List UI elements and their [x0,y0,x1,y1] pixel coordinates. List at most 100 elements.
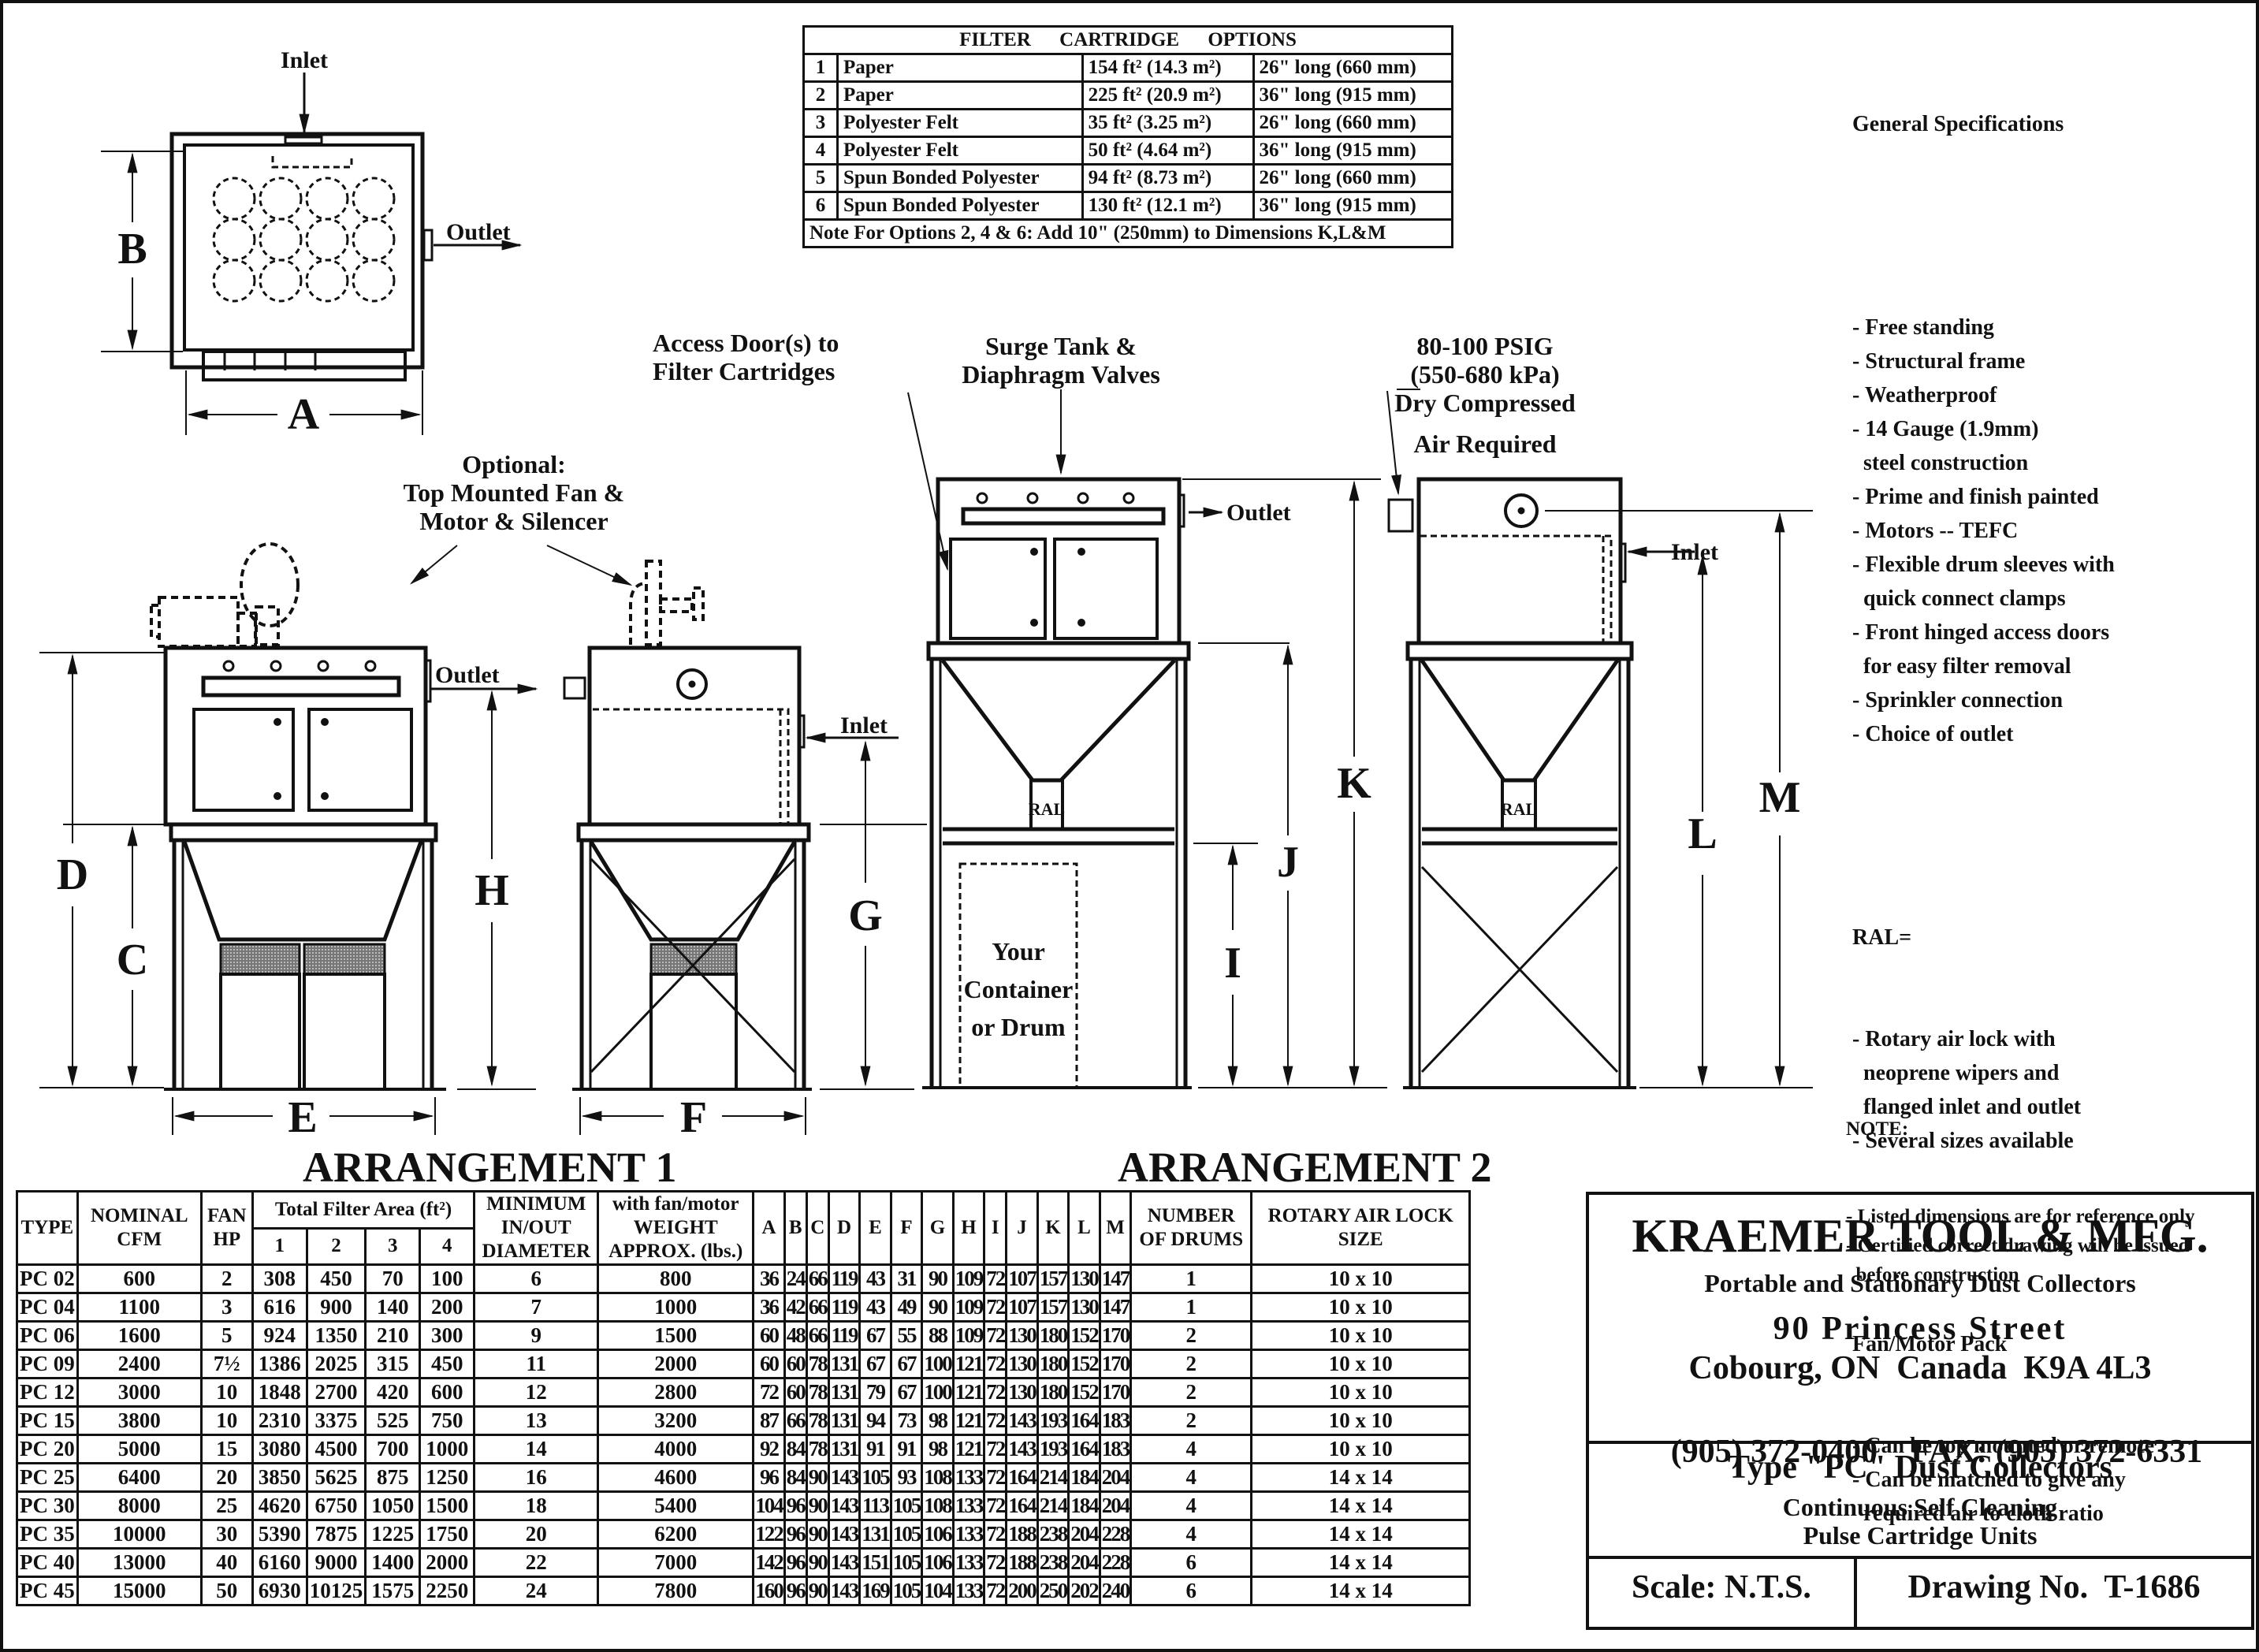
cell-filter-area: 1386 [251,1349,308,1379]
cell-dim-c: 78 [805,1377,830,1408]
cell-dim-h: 133 [951,1547,986,1578]
cell-ral-size: 14 x 14 [1250,1576,1472,1606]
cell-filter-area: 750 [419,1405,476,1436]
dim-d-label: D [57,850,88,899]
header-weight-line: with fan/motor [612,1193,739,1215]
cell-diameter: 6 [473,1263,600,1294]
plan-outlet-label: Outlet [446,219,511,245]
cell-dim-g: 90 [921,1263,955,1294]
cell-dim-i: 72 [983,1519,1008,1550]
cell-dim-e: 105 [858,1462,892,1493]
cell-filter-area: 70 [364,1263,422,1294]
cell-dim-h: 133 [951,1576,986,1606]
fco-length: 26" long (660 mm) [1252,108,1454,138]
cell-filter-area: 700 [364,1434,422,1464]
spec-item: steel construction [1852,451,2029,475]
cell-diameter: 11 [473,1349,600,1379]
spec-item: - Free standing [1852,315,1994,340]
cell-dim-h: 121 [951,1405,986,1436]
cell-drums: 1 [1130,1263,1253,1294]
cell-dim-b: 96 [783,1490,808,1521]
cell-dim-j: 130 [1005,1377,1039,1408]
header-filter-col: 4 [419,1226,476,1266]
cell-dim-e: 113 [858,1490,892,1521]
cell-dim-d: 143 [827,1490,862,1521]
optional-label-line3: Motor & Silencer [419,507,608,535]
cell-filter-area: 1050 [364,1490,422,1521]
cell-dim-a: 36 [752,1263,786,1294]
cell-ral-size: 10 x 10 [1250,1434,1472,1464]
cell-dim-f: 73 [889,1405,924,1436]
spec-item: flanged inlet and outlet [1852,1095,2082,1119]
dim-b-label: B [117,225,147,273]
spec-item: - Several sizes available [1852,1129,2074,1153]
fan-heading: Fan/Motor Pack [1852,1332,2008,1356]
product-title: Type "PC" Dust Collectors [1728,1449,2112,1486]
cell-type: PC 40 [16,1547,79,1578]
cell-hp: 20 [199,1462,254,1493]
cell-dim-b: 24 [783,1263,808,1294]
header-dim-i: I [983,1190,1008,1266]
cell-dim-k: 214 [1036,1490,1070,1521]
container-label-line3: or Drum [971,1013,1066,1041]
cell-dim-l: 184 [1067,1490,1101,1521]
fco-area: 35 ft² (3.25 m²) [1081,108,1255,138]
cell-filter-area: 450 [419,1349,476,1379]
cell-dim-e: 169 [858,1576,892,1606]
drawing-number: Drawing No. T-1686 [1907,1569,2201,1605]
cell-filter-area: 200 [419,1292,476,1323]
cell-dim-c: 90 [805,1519,830,1550]
cell-dim-k: 238 [1036,1519,1070,1550]
cell-type: PC 25 [16,1462,79,1493]
spec-item: - 14 Gauge (1.9mm) [1852,417,2039,441]
arr1-inlet-label: Inlet [840,713,888,739]
cell-dim-e: 67 [858,1349,892,1379]
dim-l-label: L [1688,809,1717,858]
cell-dim-i: 72 [983,1292,1008,1323]
access-door-right [307,708,413,812]
header-ral-line: SIZE [1338,1229,1383,1250]
cell-hp: 50 [199,1576,254,1606]
spec-item: - Choice of outlet [1852,722,2014,746]
air-label-line2: (550-680 kPa) [1410,360,1559,389]
cell-dim-j: 107 [1005,1292,1039,1323]
cell-dim-b: 84 [783,1462,808,1493]
dim-h-label: H [475,866,509,915]
spec-item: - Listed dimensions are for reference on… [1846,1206,2195,1227]
spec-item: - Structural frame [1852,349,2026,374]
cell-filter-area: 4620 [251,1490,308,1521]
cell-dim-f: 93 [889,1462,924,1493]
cell-filter-area: 616 [251,1292,308,1323]
cell-dim-a: 72 [752,1377,786,1408]
cell-dim-g: 104 [921,1576,955,1606]
header-dim-e: E [858,1190,892,1266]
cell-ral-size: 14 x 14 [1250,1462,1472,1493]
cell-dim-g: 106 [921,1547,955,1578]
cell-type: PC 09 [16,1349,79,1379]
cell-dim-a: 104 [752,1490,786,1521]
cell-filter-area: 1750 [419,1519,476,1550]
city-address: Cobourg, ON Canada K9A 4L3 [1688,1350,2152,1386]
cell-filter-area: 1225 [364,1519,422,1550]
cell-weight: 4600 [597,1462,755,1493]
cell-filter-area: 924 [251,1320,308,1351]
dim-e-label: E [288,1093,317,1142]
cell-dim-i: 72 [983,1547,1008,1578]
cell-hp: 40 [199,1547,254,1578]
access-door-left [192,708,295,812]
dim-m-label: M [1759,773,1801,822]
cell-dim-c: 66 [805,1320,830,1351]
cell-dim-m: 204 [1098,1490,1133,1521]
cell-dim-f: 105 [889,1547,924,1578]
cell-filter-area: 1000 [419,1434,476,1464]
cell-filter-area: 6930 [251,1576,308,1606]
cell-dim-e: 43 [858,1292,892,1323]
cell-filter-area: 3080 [251,1434,308,1464]
container-drum-outline [958,862,1078,1089]
